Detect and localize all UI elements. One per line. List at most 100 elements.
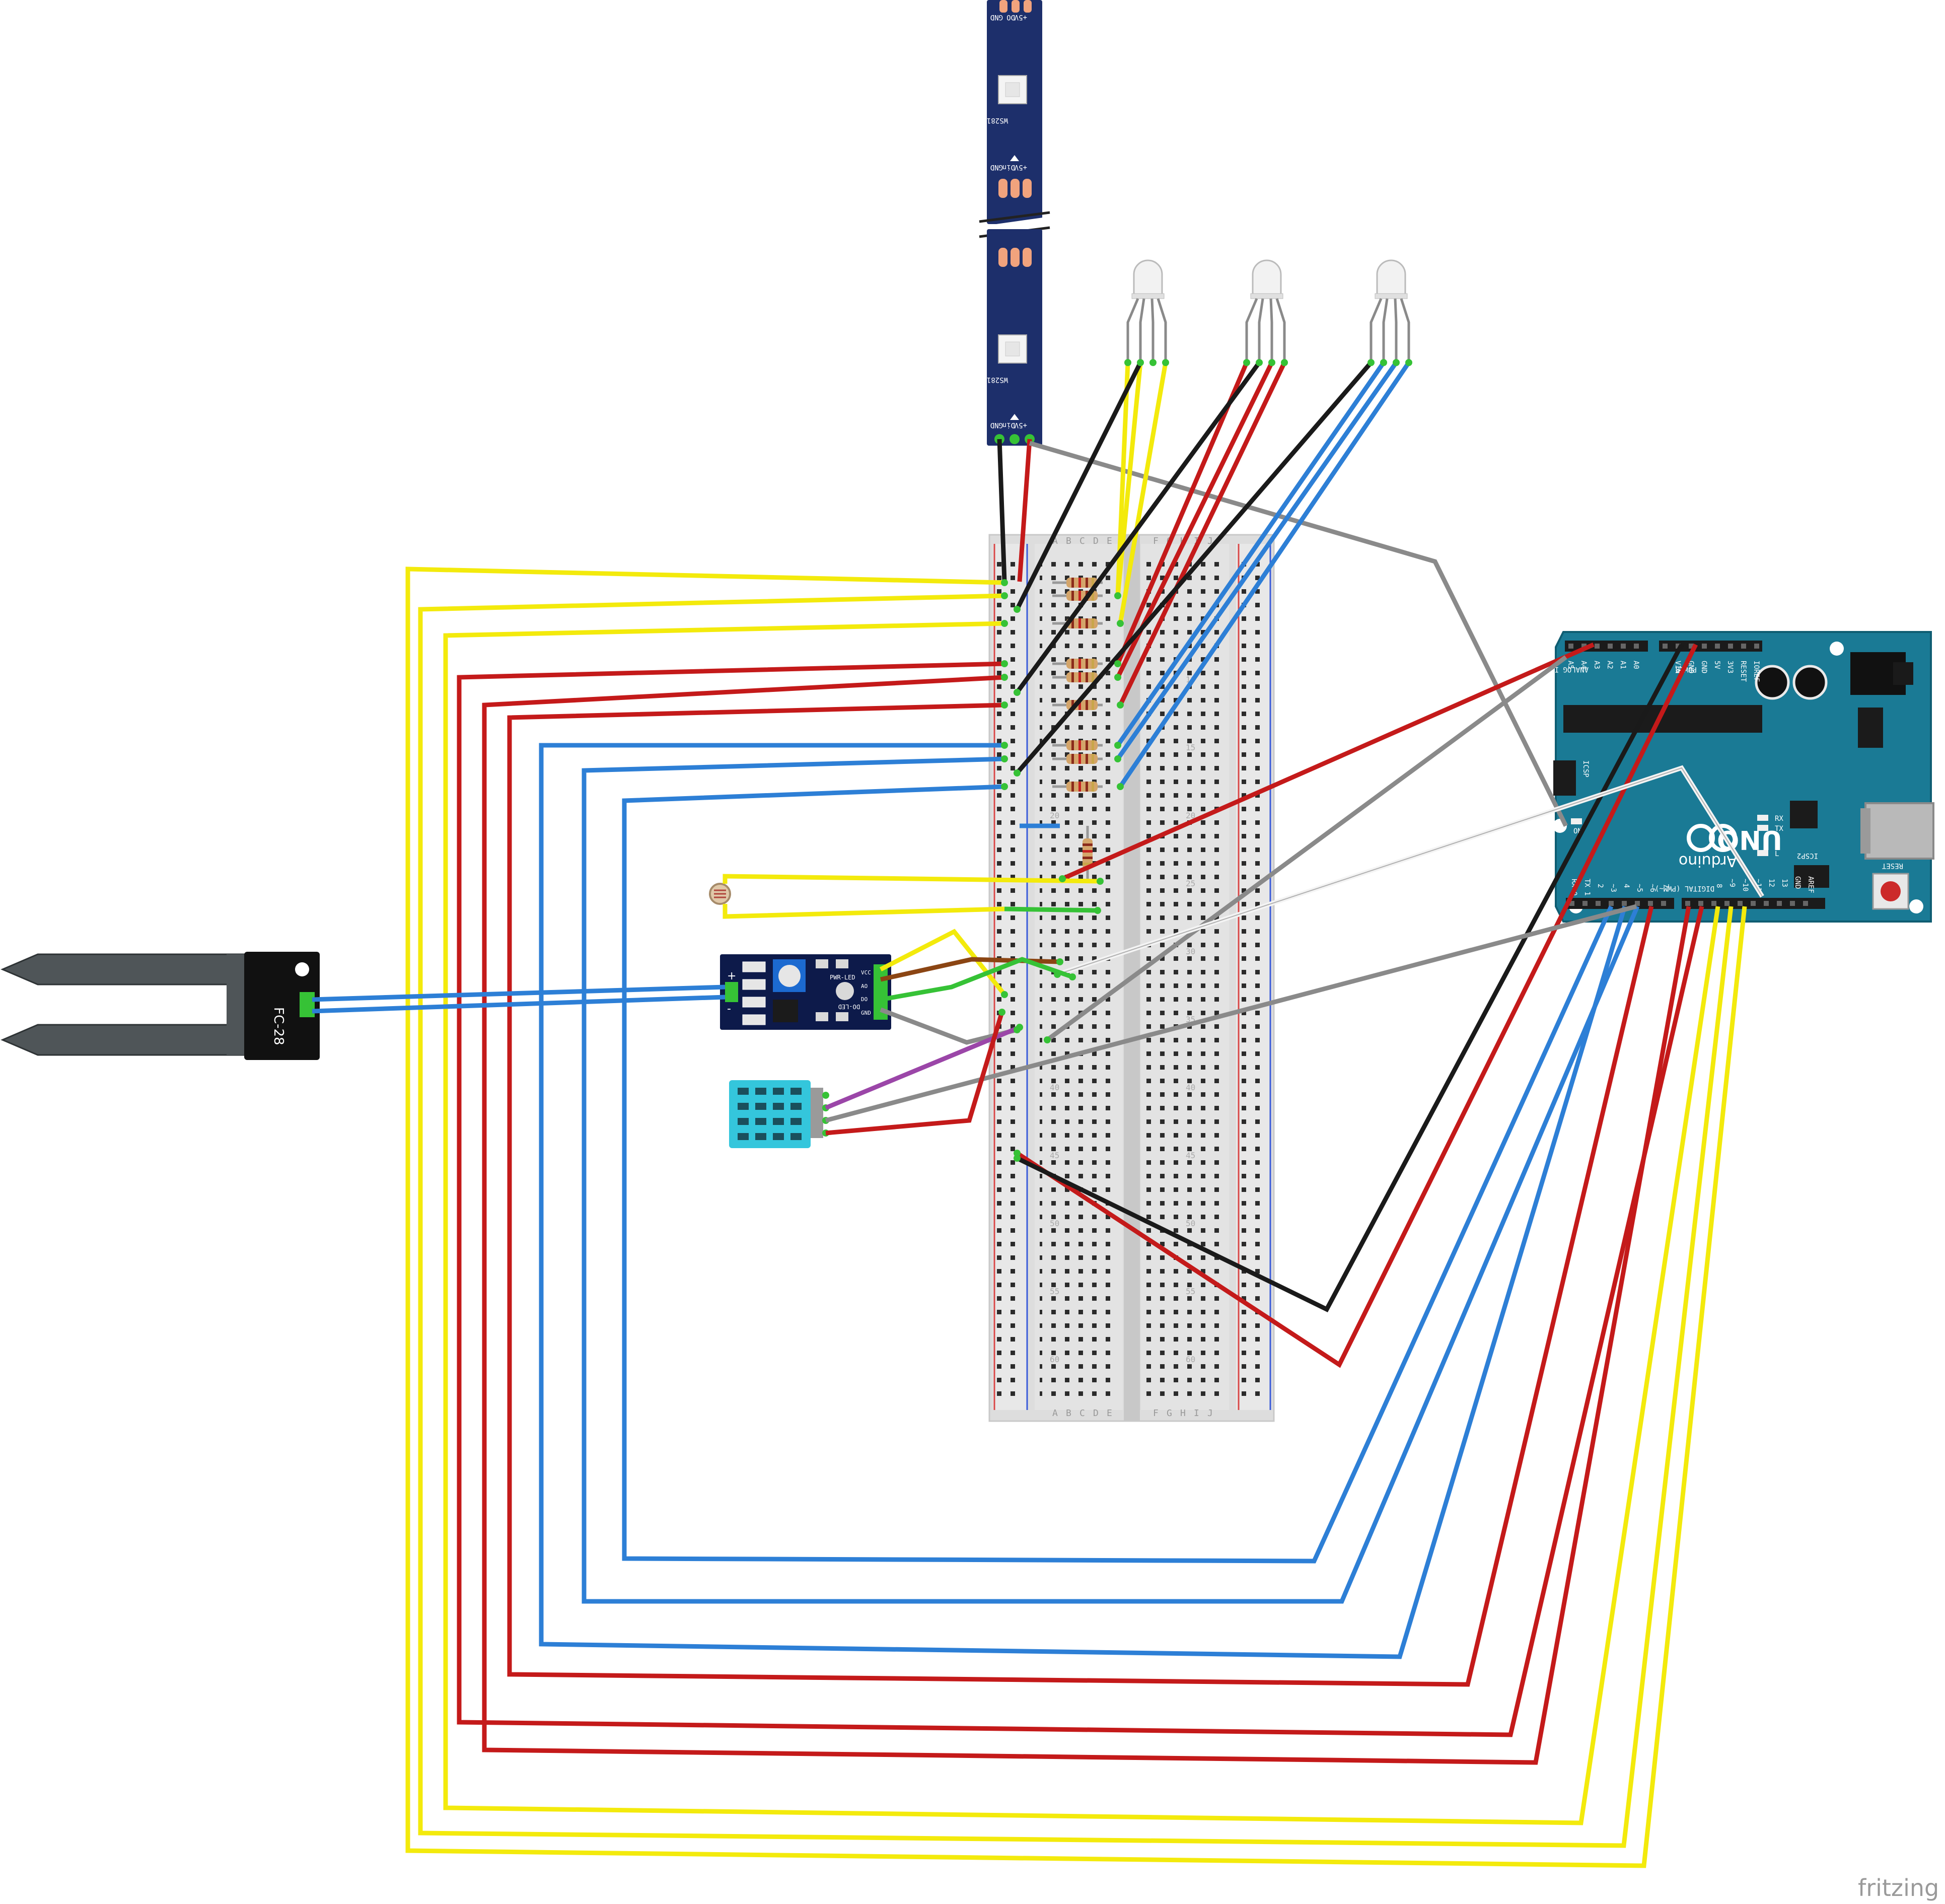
strip-pad-label: +5V	[1014, 13, 1027, 21]
pin-label: 7	[1662, 884, 1670, 888]
col-label: E	[1107, 536, 1112, 546]
pin-label: ~5	[1635, 884, 1643, 892]
comparator-chip	[773, 1000, 798, 1022]
module-pin-label: AO	[861, 983, 868, 990]
pin-label: GND	[1793, 876, 1802, 889]
col-label: J	[1207, 536, 1213, 546]
row-number: 60	[1186, 1355, 1195, 1364]
rgb-led-1	[1126, 259, 1167, 363]
row-number: 20	[1186, 811, 1195, 820]
icsp-label: ICSP2	[1797, 852, 1818, 860]
strip-pad-label: Din	[1002, 163, 1015, 171]
reset-label: RESET	[1882, 862, 1903, 870]
pin-label: IOREF	[1752, 661, 1760, 682]
photoresistor	[709, 883, 731, 905]
col-label: C	[1079, 536, 1085, 546]
wire-black	[1016, 643, 1684, 1312]
pin-label: 8	[1715, 884, 1723, 888]
row-number: 60	[1050, 1355, 1059, 1364]
wire-black	[1015, 361, 1261, 694]
row-number: 30	[1186, 947, 1195, 956]
header-label: ANALOG IN	[1550, 665, 1589, 673]
led-l	[1757, 850, 1768, 856]
wire-yellow	[1118, 362, 1168, 624]
power-header	[1659, 641, 1762, 652]
infinity-icon	[1687, 824, 1715, 852]
wire-red	[482, 675, 1691, 1765]
pin-label: A0	[1632, 661, 1640, 669]
arduino-uno: UNO Arduino ANALOG IN POWER DIGITAL (PWM…	[1550, 631, 1934, 923]
resistor	[1052, 754, 1103, 764]
module-led-label: PWR-LED	[830, 974, 855, 981]
col-label: B	[1066, 1408, 1071, 1419]
wire-black	[997, 439, 1007, 582]
pin-label: ~10	[1741, 879, 1749, 891]
module-led-label: DO-LED	[838, 1003, 860, 1010]
wire-endpoints	[998, 359, 1412, 1162]
usb-chip	[1790, 801, 1818, 828]
wire-red	[1017, 439, 1032, 582]
col-label: C	[1079, 1408, 1085, 1419]
wire-red	[507, 702, 1654, 1687]
row-number: 15	[1186, 743, 1195, 752]
resistor	[1052, 782, 1103, 792]
resistors	[1052, 578, 1103, 879]
row-number: 40	[1186, 1083, 1195, 1092]
wire-purple	[825, 1025, 1021, 1110]
strip-pad-label: DO	[1006, 13, 1015, 21]
wire-red	[1016, 644, 1698, 1368]
col-label: B	[1066, 536, 1071, 546]
pin-label: 3V3	[1726, 661, 1734, 673]
col-label: E	[1107, 1408, 1112, 1419]
wire-blue	[582, 756, 1640, 1604]
row-number: 55	[1050, 1287, 1059, 1296]
regulator	[1858, 708, 1883, 748]
wire-yellow	[418, 593, 1734, 1848]
col-label: A	[1052, 1408, 1058, 1419]
strip-pad-label: Din	[1002, 421, 1015, 429]
strip-pad-label: GND	[990, 163, 1003, 171]
capacitor	[1755, 665, 1790, 700]
wire-yellow	[723, 904, 1005, 919]
strip-pad-label: GND	[990, 13, 1003, 21]
breadboard-col-labels-bottom: A B C D E F G H I J	[1052, 1408, 1213, 1419]
led-strip: WS2812B WS2812B +5V DO GND +5V Din GND +…	[978, 0, 1050, 446]
strip-pad-label: +5V	[1014, 421, 1027, 429]
wire-yellow	[405, 567, 1747, 1868]
wire-green	[1004, 906, 1098, 913]
wire-gray	[1029, 441, 1568, 827]
led-label: L	[1775, 850, 1779, 858]
pin-label: ~3	[1609, 884, 1617, 892]
wire-blue	[1116, 361, 1411, 788]
resistor	[1052, 578, 1103, 588]
wire-blue	[312, 984, 726, 1002]
pin-label: TX 1	[1583, 879, 1591, 896]
wire-yellow	[1115, 362, 1143, 596]
potentiometer-knob-icon	[778, 965, 801, 987]
resistor	[1052, 618, 1103, 628]
col-label: F	[1153, 536, 1159, 546]
rgb-led-2	[1245, 259, 1286, 363]
wire-red	[825, 1011, 1004, 1136]
arduino-logo-text: Arduino	[1679, 852, 1737, 870]
strip-chip-label: WS2812B	[978, 376, 1008, 384]
wire-black	[1015, 361, 1373, 774]
pin-label: A1	[1619, 661, 1627, 669]
col-label: J	[1207, 1408, 1213, 1419]
module-pin-label: VCC	[861, 969, 871, 976]
soil-moisture-probe: FC-28	[1, 952, 320, 1060]
pin-label: ~6	[1648, 884, 1656, 892]
moisture-sensor-module: PWR-LED DO-LED + - VCC GND DO AO	[720, 954, 891, 1030]
row-number: 45	[1186, 1151, 1195, 1160]
led-on	[1571, 818, 1582, 824]
wire-blue	[622, 784, 1614, 1564]
wire-black	[1015, 361, 1143, 611]
row-number: 20	[1050, 811, 1059, 820]
wire-gray	[1046, 655, 1567, 1042]
header-label: DIGITAL (PWM~)	[1655, 884, 1714, 892]
module-probe-pin-label: +	[727, 970, 736, 982]
resistor	[1052, 659, 1103, 669]
row-number: 55	[1186, 1287, 1195, 1296]
pin-label: GND	[1700, 661, 1708, 673]
